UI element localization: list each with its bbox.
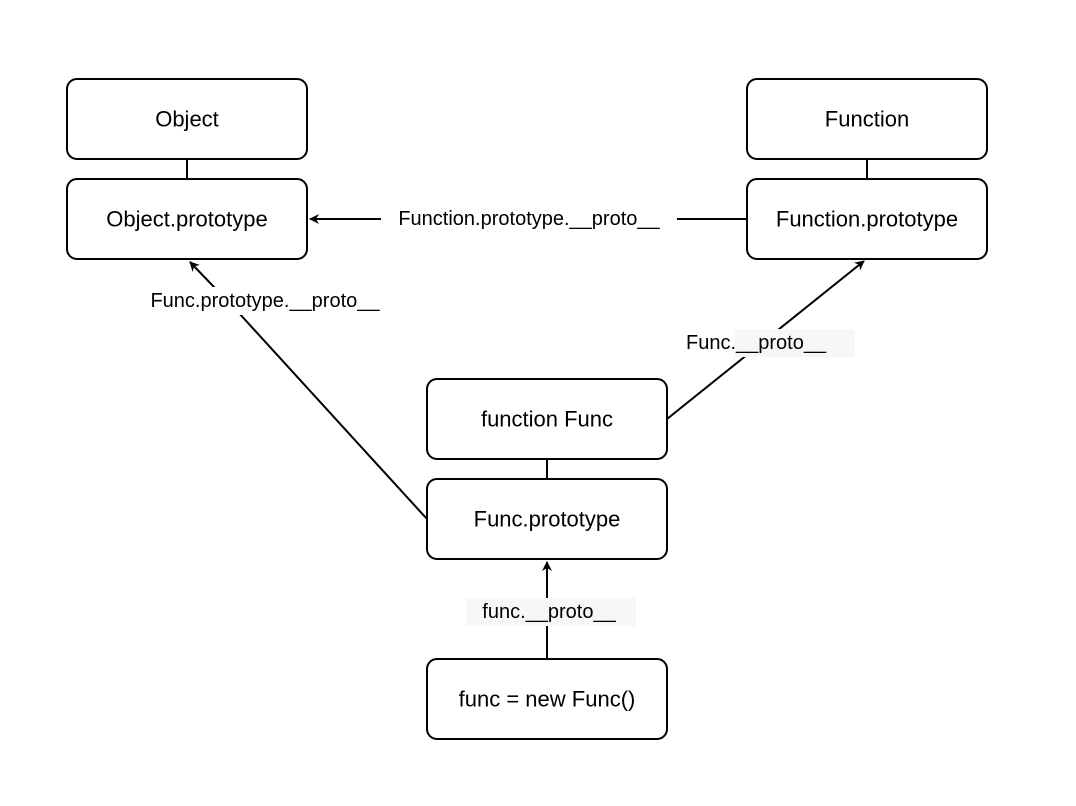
func-prototype-proto-label-b: __proto__	[288, 290, 380, 312]
func-proto-label-a-bg	[683, 329, 735, 357]
function-prototype-proto-label: Function.prototype.__proto__	[398, 208, 660, 230]
node-func-instance-label: func = new Func()	[459, 687, 636, 712]
node-object-prototype-label: Object.prototype	[106, 207, 267, 232]
node-object-prototype: Object.prototype	[66, 178, 308, 260]
node-function-prototype-label: Function.prototype	[776, 207, 958, 232]
node-function: Function	[746, 78, 988, 160]
node-object-label: Object	[155, 107, 219, 132]
func-proto-label: Func.__proto__	[686, 332, 827, 354]
node-function-func-label: function Func	[481, 407, 613, 432]
func-instance-proto-label-bg	[466, 598, 636, 626]
func-instance-proto-label: func.__proto__	[482, 601, 616, 623]
func-prototype-proto-label: Func.prototype.__proto__	[150, 290, 380, 312]
node-function-label: Function	[825, 107, 909, 132]
func-prototype-proto-label-bg	[138, 287, 392, 315]
node-func-prototype: Func.prototype	[426, 478, 668, 560]
node-function-func: function Func	[426, 378, 668, 460]
node-func-prototype-label: Func.prototype	[474, 507, 621, 532]
node-func-instance: func = new Func()	[426, 658, 668, 740]
node-object: Object	[66, 78, 308, 160]
node-function-prototype: Function.prototype	[746, 178, 988, 260]
func-proto-label-b: __proto__	[735, 332, 827, 354]
func-prototype-proto-label-a: Func.prototype.	[150, 290, 289, 312]
function-prototype-proto-label-bg	[381, 205, 677, 233]
func-proto-label-a: Func.	[686, 332, 736, 354]
func-proto-label-b-bg	[735, 329, 855, 357]
